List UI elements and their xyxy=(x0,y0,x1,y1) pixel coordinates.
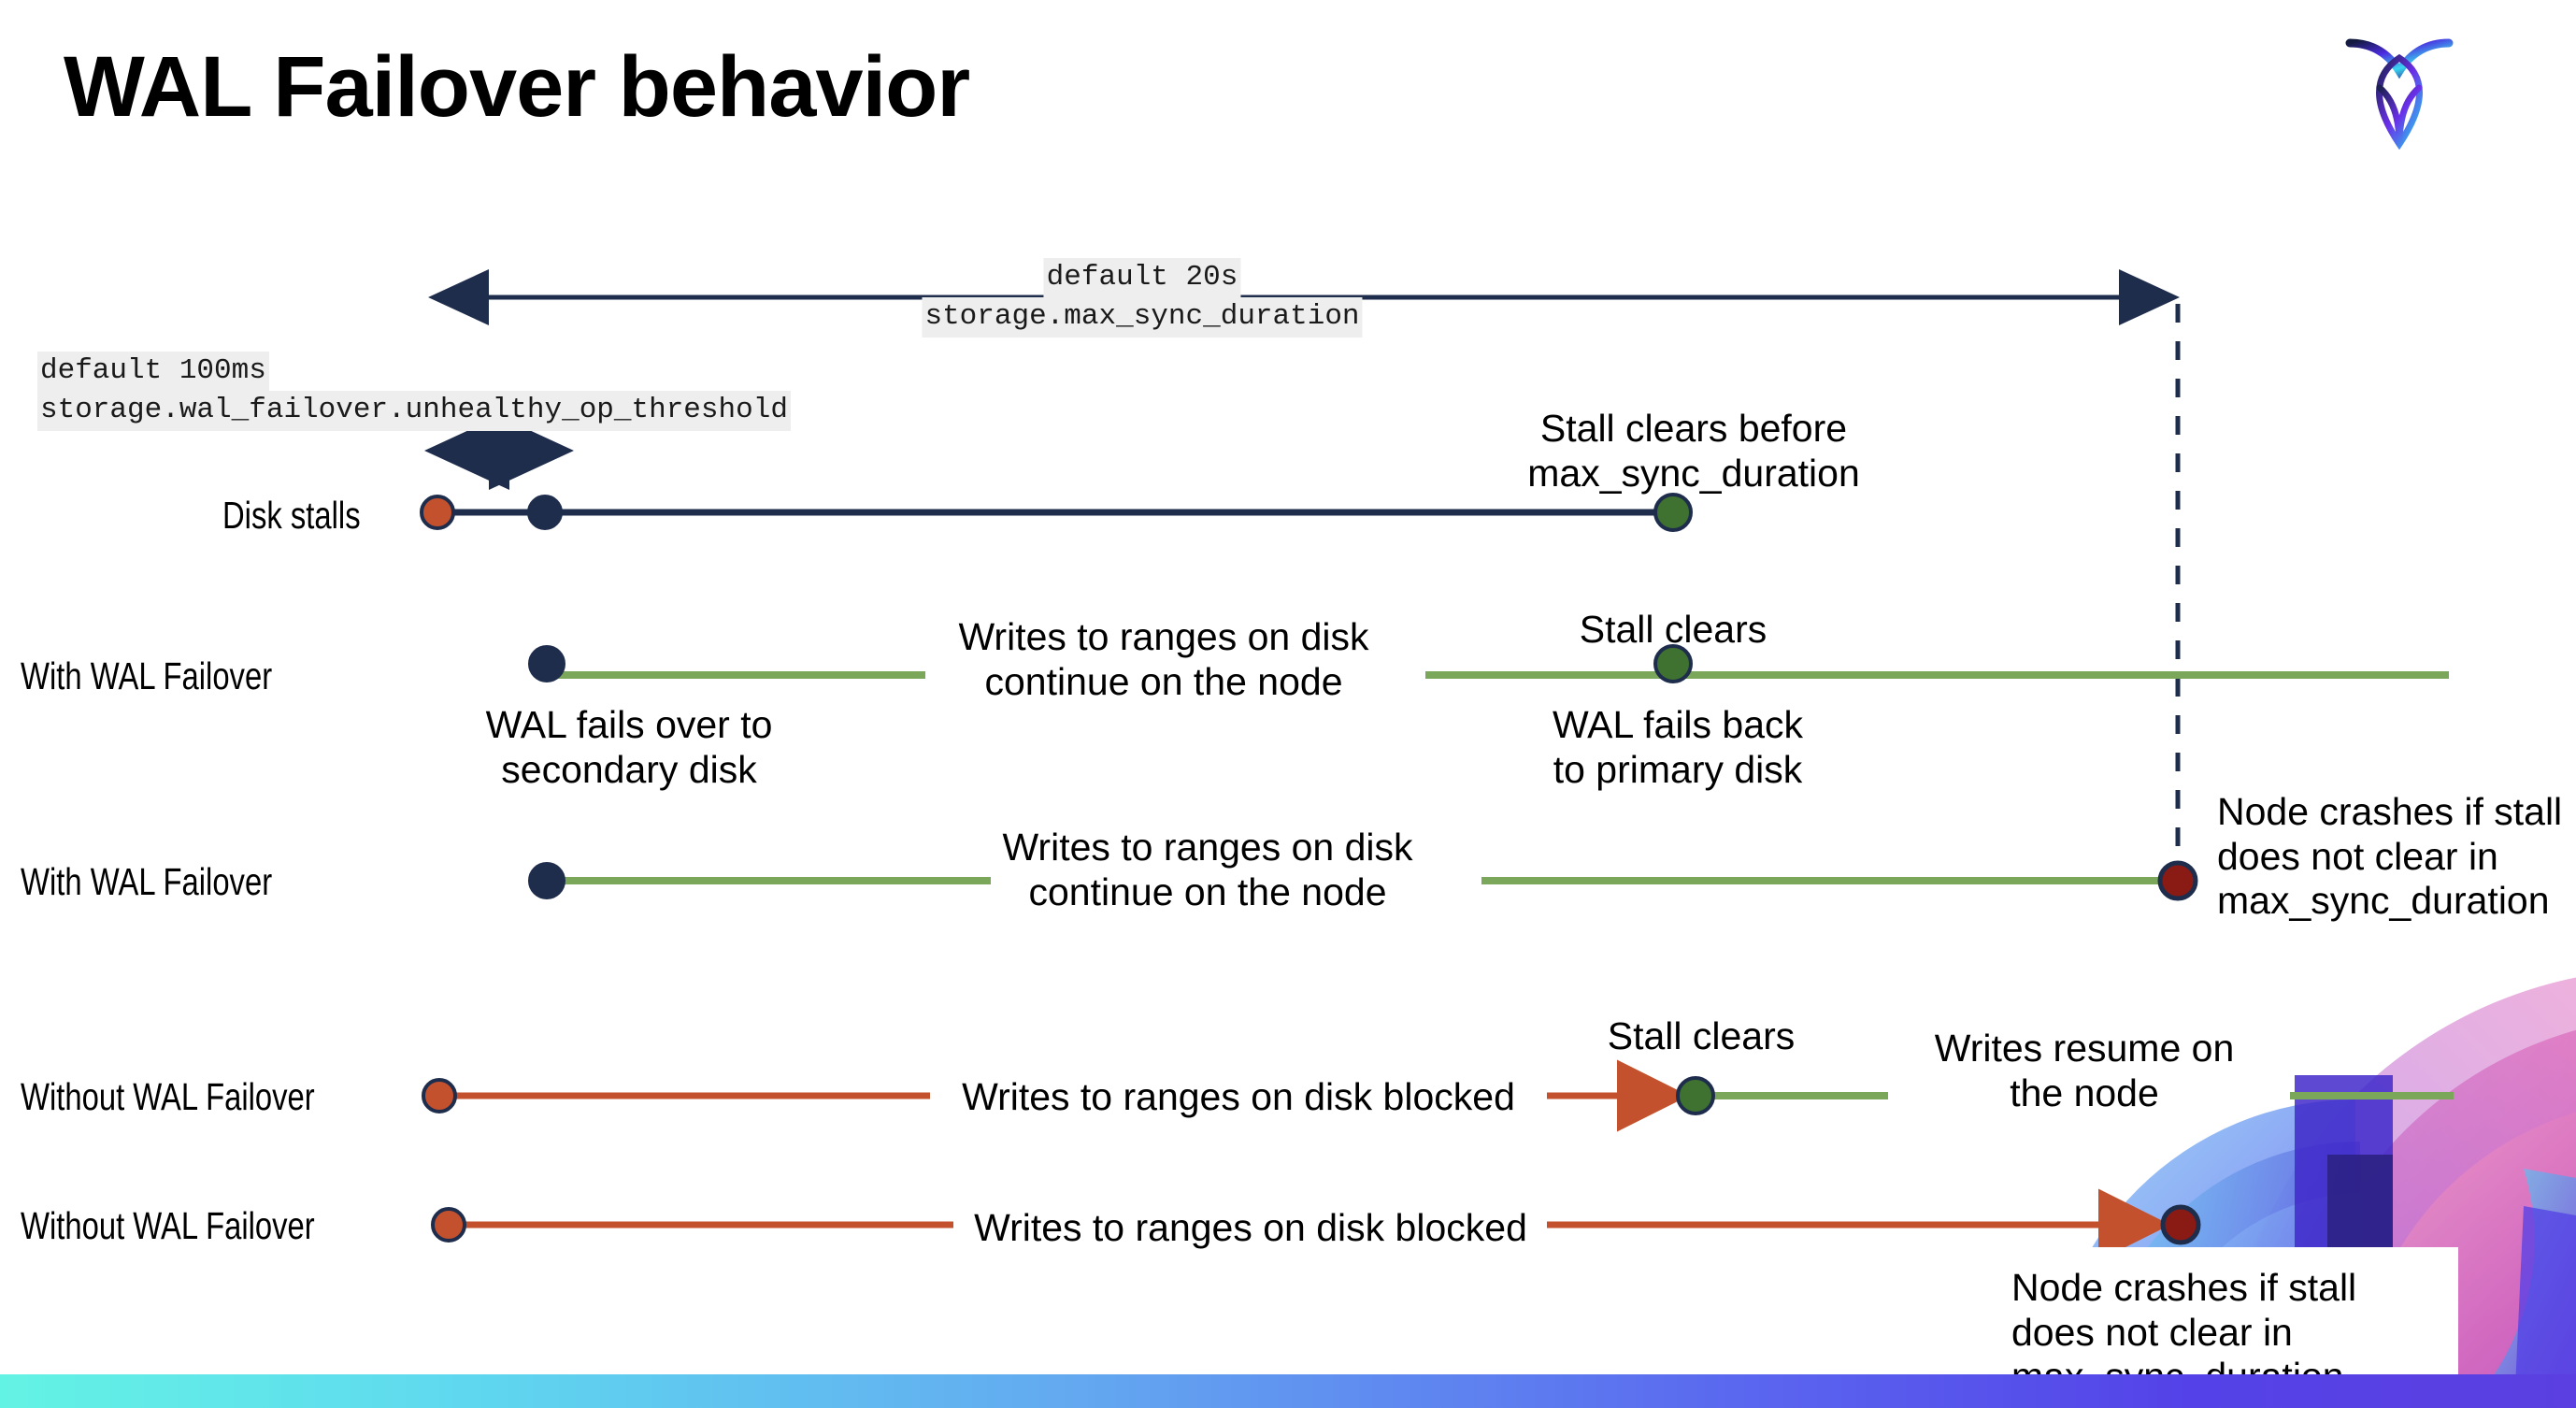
without-failover-stall-start-marker xyxy=(422,1078,457,1113)
unhealthy-default-value: default 100ms xyxy=(37,352,269,392)
row-label-without-wal-failover-2: Without WAL Failover xyxy=(21,1204,315,1247)
note-wal-fails-back-line2: to primary disk xyxy=(1553,747,1803,791)
note-stall-clears-row2: Stall clears xyxy=(1579,608,1767,651)
node-crash-marker-row4 xyxy=(2160,1204,2201,1245)
note-stall-clears-before-line2: max_sync_duration xyxy=(1527,451,1860,495)
note-writes-continue-row2: Writes to ranges on disk continue on the… xyxy=(1002,826,1413,914)
note-stall-clears-before-line1: Stall clears before xyxy=(1539,407,1848,450)
page-title: WAL Failover behavior xyxy=(64,39,970,135)
note-writes-continue-row1-line2: continue on the node xyxy=(984,659,1343,703)
note-node-crashes-row2-line2: does not clear in xyxy=(2217,834,2498,878)
note-stall-clears-before: Stall clears before max_sync_duration xyxy=(1525,407,1862,496)
without-failover-stall-clear-marker xyxy=(1676,1076,1715,1115)
max-sync-setting-name: storage.max_sync_duration xyxy=(922,297,1363,338)
note-writes-continue-row1: Writes to ranges on disk continue on the… xyxy=(944,615,1383,704)
note-writes-continue-row1-line1: Writes to ranges on disk xyxy=(958,615,1369,658)
note-node-crashes-row2-line3: max_sync_duration xyxy=(2217,879,2550,923)
note-writes-continue-row2-line2: continue on the node xyxy=(1028,869,1387,913)
note-node-crashes-row2: Node crashes if stall does not clear in … xyxy=(2217,790,2572,924)
note-writes-continue-row2-line1: Writes to ranges on disk xyxy=(1002,826,1413,869)
max-sync-default-value: default 20s xyxy=(1043,258,1241,298)
unhealthy-setting-name: storage.wal_failover.unhealthy_op_thresh… xyxy=(37,391,791,431)
disk-stall-start-marker xyxy=(420,495,455,530)
row-label-with-wal-failover-2: With WAL Failover xyxy=(21,860,273,903)
note-node-crashes-row4-line2: does not clear in xyxy=(2011,1310,2293,1354)
note-writes-resume: Writes resume on the node xyxy=(1930,1027,2239,1115)
note-writes-blocked-row2: Writes to ranges on disk blocked xyxy=(974,1206,1527,1249)
bottom-gradient-bar xyxy=(0,1374,2576,1408)
row-label-with-wal-failover-1: With WAL Failover xyxy=(21,654,273,697)
note-writes-resume-line2: the node xyxy=(2010,1070,2159,1114)
note-wal-fails-back: WAL fails back to primary disk xyxy=(1538,703,1818,792)
wal-failover-stall-clear-marker xyxy=(1653,644,1693,683)
row-label-disk-stalls: Disk stalls xyxy=(222,494,361,537)
wal-failover-start-marker xyxy=(528,645,565,682)
note-wal-fails-over-line2: secondary disk xyxy=(501,747,757,791)
wal-failover-crash-start-marker xyxy=(528,862,565,899)
note-stall-clears-row4: Stall clears xyxy=(1607,1014,1796,1057)
disk-stall-clear-marker xyxy=(1653,493,1693,532)
cockroachdb-logo-icon xyxy=(2342,30,2456,151)
note-wal-fails-back-line1: WAL fails back xyxy=(1552,703,1804,746)
note-wal-fails-over: WAL fails over to secondary disk xyxy=(475,703,783,792)
row-label-without-wal-failover-1: Without WAL Failover xyxy=(21,1075,315,1118)
note-writes-resume-line1: Writes resume on xyxy=(1934,1027,2235,1070)
node-crash-marker-row2 xyxy=(2157,860,2198,901)
note-node-crashes-row4-line1: Node crashes if stall xyxy=(2011,1266,2357,1309)
note-wal-fails-over-line1: WAL fails over to xyxy=(485,703,773,746)
without-failover-crash-start-marker xyxy=(431,1207,466,1243)
unhealthy-threshold-marker xyxy=(527,495,563,530)
note-node-crashes-row2-line1: Node crashes if stall xyxy=(2217,790,2563,833)
note-writes-blocked-row1: Writes to ranges on disk blocked xyxy=(962,1075,1515,1118)
max-sync-duration-annotation: default 20s storage.max_sync_duration xyxy=(922,258,1363,338)
unhealthy-op-threshold-annotation: default 100ms storage.wal_failover.unhea… xyxy=(37,352,791,431)
